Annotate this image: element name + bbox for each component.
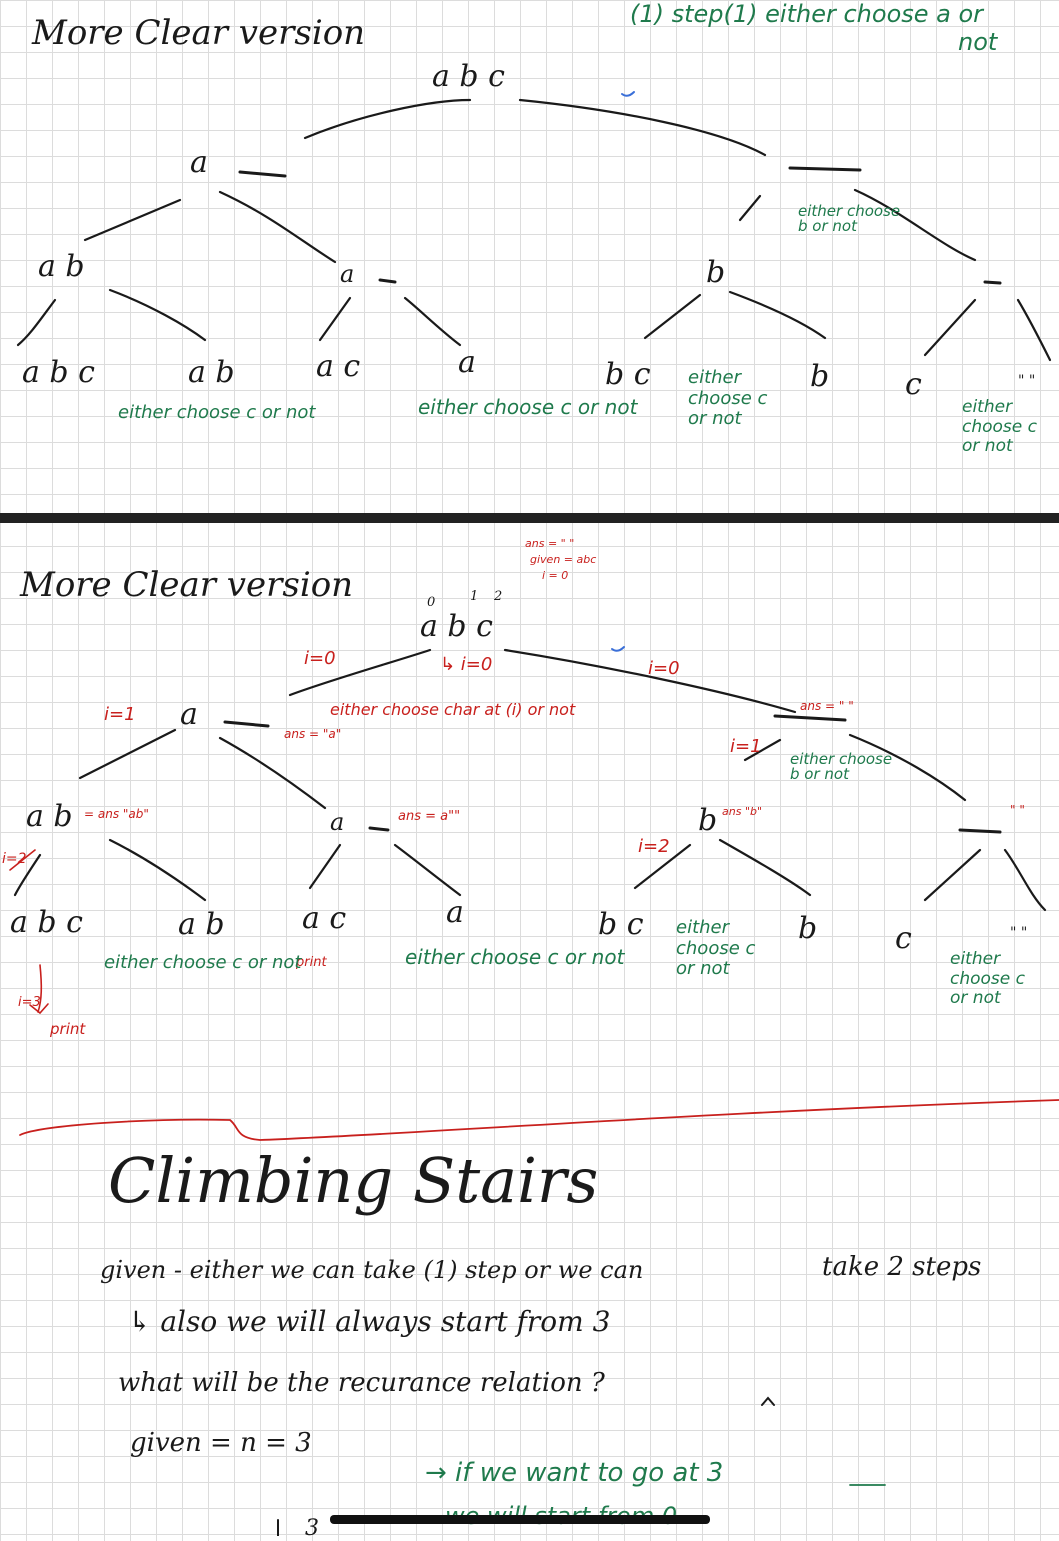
tree2-annotation-c2: either choose c or not [405, 945, 625, 969]
tree1-node-ab: a b [38, 249, 85, 284]
stairs-given-n: given = n = 3 [130, 1428, 312, 1458]
tree1-annotation-c2: either choose c or not [418, 395, 638, 419]
tree2-leaf-ac: a c [302, 901, 347, 936]
tree2-node-b: b [698, 803, 718, 838]
stairs-start-line: ↳ also we will always start from 3 [128, 1305, 611, 1338]
stairs-given-line-end: take 2 steps [822, 1252, 982, 1282]
tree1-leaf-b: b [810, 359, 830, 394]
i0-under-label: ↳ i=0 [440, 654, 493, 675]
tree1-leaf-ac: a c [316, 349, 361, 384]
climbing-stairs-title: Climbing Stairs [108, 1144, 599, 1217]
index-mark-0: 0 [427, 595, 436, 610]
tree2-annotation-c4: either choose c or not [950, 949, 1025, 1009]
print-note-1: print [50, 1020, 86, 1038]
tree1-annotation-c4: either choose c or not [962, 397, 1037, 457]
quote-right-note: " " [1010, 803, 1025, 817]
tree1-node-b: b [706, 255, 726, 290]
ans-ab-note: = ans "ab" [84, 807, 149, 821]
tree1-root-node: a b c [432, 59, 505, 94]
section1-top-note-2: not [958, 28, 998, 56]
ans-b-note: ans "b" [722, 805, 763, 818]
stairs-green-note: → if we want to go at 3 [425, 1458, 724, 1488]
tree2-annotation-c1: either choose c or not [104, 952, 302, 973]
stairs-given-line: given - either we can take (1) step or w… [100, 1256, 644, 1284]
stairs-recurrence-question: what will be the recurance relation ? [118, 1368, 605, 1398]
tree2-node-a: a [180, 697, 198, 732]
given-i-note: i = 0 [542, 569, 569, 582]
tree1-annotation-c1: either choose c or not [118, 402, 316, 423]
tree2-annotation-c3: either choose c or not [676, 917, 756, 980]
either-choose-char-note: either choose char at (i) or not [330, 700, 576, 719]
tree2-leaf-ab: a b [178, 907, 225, 942]
tree2-node-ab: a b [26, 799, 73, 834]
i2-left-label: i=2 [2, 851, 27, 867]
i1-left-label: i=1 [104, 704, 136, 725]
index-mark-2: 2 [494, 589, 503, 604]
tree1-leaf-ab: a b [188, 355, 235, 390]
tree1-leaf-c: c [905, 367, 922, 402]
ans-empty-right-note: ans = " " [800, 699, 854, 713]
i0-right-label: i=0 [648, 658, 680, 679]
section-divider [0, 513, 1059, 523]
given-ans-note: ans = " " [525, 537, 575, 550]
i0-left-label: i=0 [304, 648, 336, 669]
section2-heading: More Clear version [20, 565, 354, 605]
i1-right-label: i=1 [730, 736, 762, 757]
tree1-node-a: a [190, 145, 208, 180]
tree2-leaf-bc: b c [598, 907, 644, 942]
ans-a2-note: ans = a"" [398, 809, 461, 824]
section1-heading: More Clear version [32, 13, 366, 53]
ans-a-note: ans = "a" [284, 727, 342, 741]
tree2-annotation-b: either choose b or not [790, 750, 893, 783]
tree2-leaf-b: b [798, 911, 818, 946]
i3-label: i=3 [18, 995, 41, 1010]
tree1-annotation-c3: either choose c or not [688, 367, 768, 430]
home-indicator-bar [330, 1515, 710, 1524]
tree2-leaf-c: c [895, 921, 912, 956]
tree1-node-a2: a [340, 260, 355, 288]
tree2-node-a2: a [330, 808, 345, 836]
tree1-leaf-bc: b c [605, 357, 651, 392]
tree2-leaf-empty: " " [1010, 925, 1028, 941]
print-note-2: print [296, 955, 327, 970]
given-string-note: given = abc [530, 553, 597, 566]
tree2-leaf-abc: a b c [10, 905, 83, 940]
index-mark-1: 1 [470, 589, 479, 604]
i2-right-label: i=2 [638, 836, 670, 857]
tree1-annotation-b: either choose b or not [798, 202, 901, 235]
section1-top-note: (1) step(1) either choose a or [630, 0, 984, 28]
tree1-leaf-a: a [458, 345, 476, 380]
tree1-leaf-abc: a b c [22, 355, 95, 390]
tree2-root-node: a b c [420, 609, 493, 644]
stairs-bottom-fragment: 3 [305, 1516, 319, 1541]
tree1-leaf-empty: " " [1018, 373, 1036, 389]
tree2-leaf-a: a [446, 895, 464, 930]
